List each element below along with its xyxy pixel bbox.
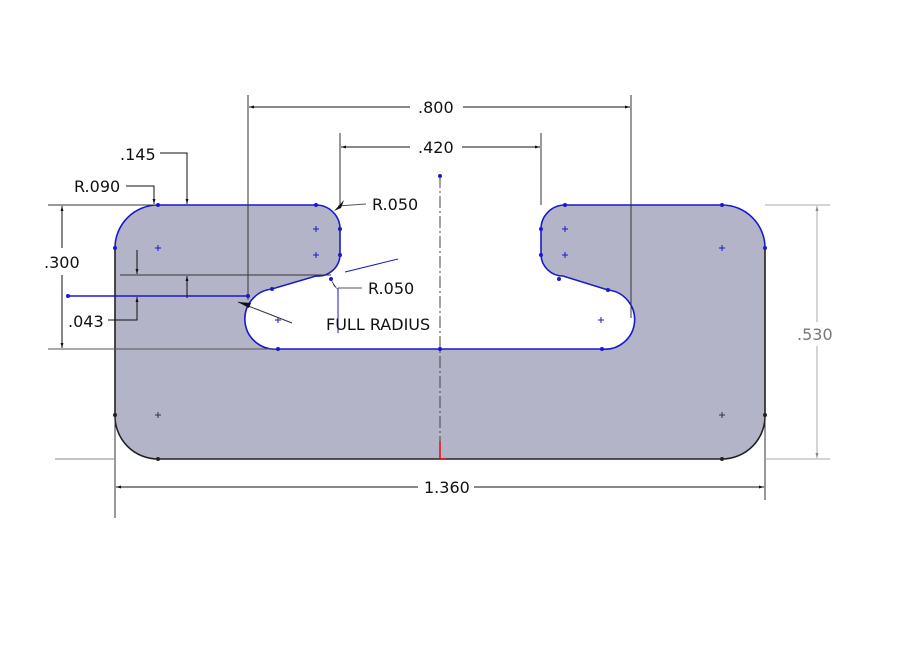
- svg-text:R.090: R.090: [74, 177, 120, 196]
- svg-text:R.050: R.050: [368, 279, 414, 298]
- svg-text:.530: .530: [797, 325, 833, 344]
- svg-text:.800: .800: [418, 98, 454, 117]
- svg-text:R.050: R.050: [372, 195, 418, 214]
- origin-icon: [439, 441, 446, 460]
- dimension-overall-width[interactable]: 1.360: [116, 478, 764, 497]
- dimension-radius-top[interactable]: R.050: [334, 195, 418, 214]
- dimension-full-radius-leader: [237, 301, 293, 324]
- part-profile[interactable]: [114, 205, 766, 460]
- svg-text:1.360: 1.360: [424, 478, 470, 497]
- dimension-corner-offset[interactable]: .145: [120, 145, 189, 204]
- arc-centers: [155, 226, 725, 323]
- svg-text:FULL RADIUS: FULL RADIUS: [326, 315, 430, 334]
- sketch-points: [113, 203, 767, 351]
- svg-text:.300: .300: [44, 253, 80, 272]
- dimension-slot-outer[interactable]: .800: [249, 98, 630, 117]
- dimension-corner-radius[interactable]: R.090: [74, 177, 156, 204]
- dimension-gap-height[interactable]: .043: [68, 250, 189, 331]
- svg-text:.043: .043: [68, 312, 104, 331]
- dimension-overall-height[interactable]: .530: [797, 206, 833, 458]
- svg-text:.145: .145: [120, 145, 156, 164]
- svg-text:.420: .420: [418, 138, 454, 157]
- dimension-slot-inner[interactable]: .420: [341, 138, 540, 157]
- dimension-left-height[interactable]: .300: [44, 206, 80, 348]
- dimension-radius-bottom[interactable]: R.050 FULL RADIUS: [326, 278, 430, 334]
- extension-lines: [48, 95, 766, 518]
